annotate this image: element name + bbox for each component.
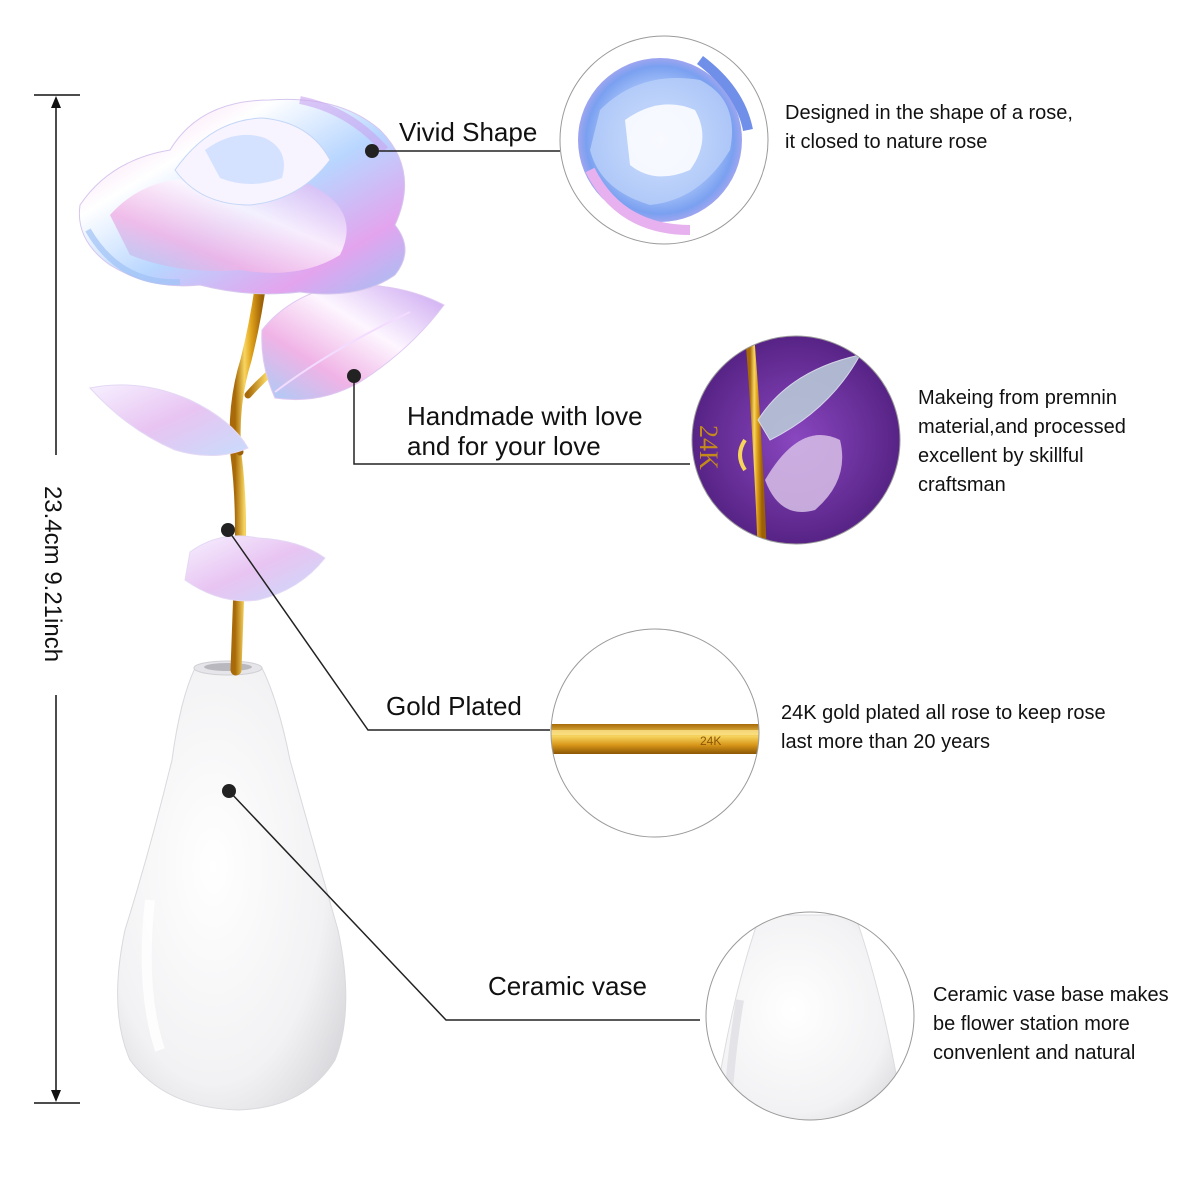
vivid-shape-description: Designed in the shape of a rose, it clos… [785, 102, 1073, 153]
handmade-label: Handmade with love and for your love [407, 401, 643, 461]
callout-lines [227, 150, 700, 1021]
rose-head [78, 96, 406, 295]
vivid-shape-label: Vivid Shape [399, 117, 538, 147]
detail-rose-closeup [559, 35, 769, 245]
detail-vase-closeup [705, 911, 915, 1121]
svg-text:24K: 24K [700, 734, 721, 748]
detail-handmade-closeup: 24K [691, 335, 901, 545]
ceramic-vase-label: Ceramic vase [488, 971, 647, 1001]
callout-dots [221, 144, 379, 798]
detail-24k-text: 24K [694, 425, 723, 470]
ceramic-vase [117, 660, 347, 1111]
height-dimension-line [34, 94, 80, 1104]
leaves [89, 284, 445, 602]
gold-plated-label: Gold Plated [386, 691, 522, 721]
detail-gold-closeup: 24K [550, 628, 760, 838]
ceramic-vase-description: Ceramic vase base makes be flower statio… [933, 984, 1169, 1064]
gold-plated-description: 24K gold plated all rose to keep rose la… [781, 702, 1106, 753]
handmade-description: Makeing from premnin material,and proces… [918, 387, 1126, 496]
